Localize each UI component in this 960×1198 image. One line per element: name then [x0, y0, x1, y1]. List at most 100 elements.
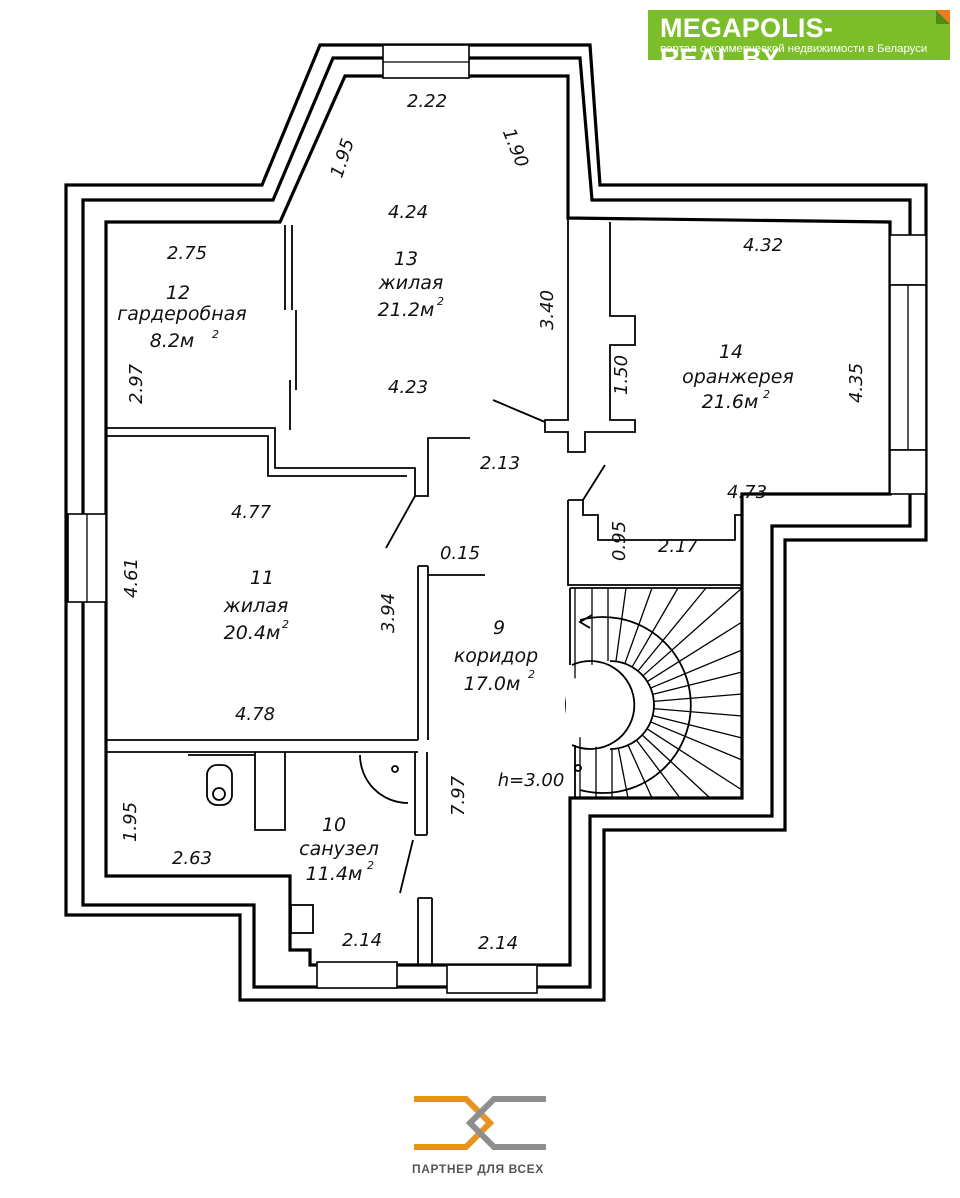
room-number: 12	[166, 282, 190, 304]
wall-10-corridor	[414, 752, 428, 836]
dim-label: 4.78	[235, 704, 275, 725]
stair-tread	[642, 587, 743, 677]
banner-fold-corner	[936, 10, 950, 24]
room-area: 20.4м	[224, 622, 281, 644]
wall-corridor-bottom	[417, 897, 433, 965]
area-superscript: 2	[437, 295, 444, 308]
shower-icon	[359, 754, 409, 804]
dim-label: 1.90	[498, 125, 532, 170]
brand-subtitle: портал о коммерческой недвижимости в Бел…	[660, 43, 928, 55]
dim-label: 4.23	[388, 377, 428, 398]
dim-label: 2.75	[167, 243, 207, 264]
room-name: санузел	[299, 838, 379, 860]
room-number: 9	[493, 617, 505, 639]
stair-treads	[569, 587, 743, 799]
room-number: 13	[394, 248, 418, 270]
room-area: 11.4м	[306, 863, 363, 885]
room-number: 14	[719, 341, 743, 363]
area-superscript: 2	[212, 328, 219, 341]
stair-tread	[615, 587, 627, 662]
wall-12-13	[284, 225, 297, 430]
partner-logo[interactable]: ПАРТНЕР ДЛЯ ВСЕХ	[410, 1092, 550, 1176]
area-superscript: 2	[528, 668, 535, 681]
dim-label: 3.40	[537, 290, 558, 330]
shower-drain-icon	[391, 765, 399, 773]
stair-walk-line	[579, 616, 692, 794]
stair-arrow-icon	[578, 614, 593, 629]
toilet-bowl-icon	[212, 787, 226, 801]
ceiling-height-label: h=3.00	[498, 770, 565, 791]
room-area: 21.6м	[702, 391, 759, 413]
stair-tread	[650, 721, 743, 761]
stair-outline	[569, 587, 742, 799]
room-11-label: 11 жилая 20.4м 2	[223, 567, 289, 644]
door-13	[492, 399, 546, 423]
room-14-label: 14 оранжерея 21.6м 2	[682, 341, 794, 413]
dim-label: 2.14	[478, 933, 518, 954]
room-name: коридор	[454, 645, 538, 667]
stair-tread	[617, 748, 629, 799]
room-area: 8.2м	[150, 330, 195, 352]
sink-icon	[290, 904, 314, 934]
bath-partition	[188, 752, 286, 831]
wall-11-corridor	[417, 565, 485, 740]
dim-label: 1.50	[611, 355, 632, 395]
stair-tread	[635, 739, 681, 799]
spiral-staircase	[565, 587, 743, 799]
dim-label: 2.63	[172, 848, 212, 869]
stair-tread	[652, 671, 743, 695]
wall-12-11-b	[106, 435, 407, 477]
stair-tread	[641, 734, 711, 799]
stair-tread	[627, 744, 653, 799]
room-10-label: 10 санузел 11.4м 2	[299, 814, 379, 885]
room-area: 21.2м	[378, 299, 435, 321]
wall-12-11	[106, 427, 470, 497]
dimension-labels: 2.22 1.95 1.90 4.24 4.23 3.40 2.75 2.97 …	[120, 91, 867, 954]
room-number: 10	[322, 814, 346, 836]
dim-label: 1.95	[120, 802, 141, 842]
stair-tread	[637, 587, 707, 672]
stair-tread	[646, 728, 743, 791]
window-right-1	[889, 234, 927, 286]
stair-tread	[624, 587, 653, 664]
window-right-3	[889, 449, 927, 495]
stair-tread	[653, 708, 743, 717]
wall-11-10	[106, 739, 418, 753]
brand-title: MEGAPOLIS-REAL.BY	[660, 13, 834, 73]
dim-label: 2.22	[407, 91, 447, 112]
partner-orange-stroke	[414, 1096, 495, 1150]
stair-tread	[653, 693, 743, 702]
door-10	[399, 839, 414, 894]
dim-label: 4.35	[846, 363, 867, 403]
dim-label: 2.13	[480, 453, 520, 474]
area-superscript: 2	[282, 618, 289, 631]
window-bottom-1	[316, 961, 398, 989]
megapolis-logo-banner[interactable]: MEGAPOLIS-REAL.BY портал о коммерческой …	[648, 10, 950, 73]
room-area: 17.0м	[464, 673, 521, 695]
door-14	[582, 464, 606, 501]
dim-label: 0.95	[609, 521, 630, 561]
dim-label: 0.15	[440, 543, 480, 564]
partner-logo-mark-icon	[414, 1096, 546, 1150]
toilet-icon	[206, 764, 233, 806]
room-13-label: 13 жилая 21.2м 2	[378, 248, 444, 321]
dim-label: 4.32	[743, 235, 783, 256]
stair-tread	[631, 587, 679, 668]
door-11	[385, 495, 416, 549]
partner-tagline: ПАРТНЕР ДЛЯ ВСЕХ	[412, 1162, 544, 1176]
dim-label: 7.97	[448, 775, 469, 816]
room-name: гардеробная	[117, 303, 246, 325]
room-name: жилая	[378, 272, 444, 294]
stair-tread	[646, 621, 743, 683]
dim-label: 4.73	[727, 482, 767, 503]
dim-label: 2.97	[126, 363, 147, 404]
wall-14-corridor	[567, 499, 742, 586]
stair-tread	[650, 649, 743, 689]
window-bottom-2	[446, 964, 538, 994]
dim-label: 4.61	[121, 558, 142, 598]
dim-label: 4.24	[388, 202, 428, 223]
room-name: оранжерея	[682, 366, 794, 388]
dim-label: 3.94	[378, 593, 399, 633]
area-superscript: 2	[367, 859, 374, 872]
partner-gray-stroke	[465, 1096, 546, 1150]
